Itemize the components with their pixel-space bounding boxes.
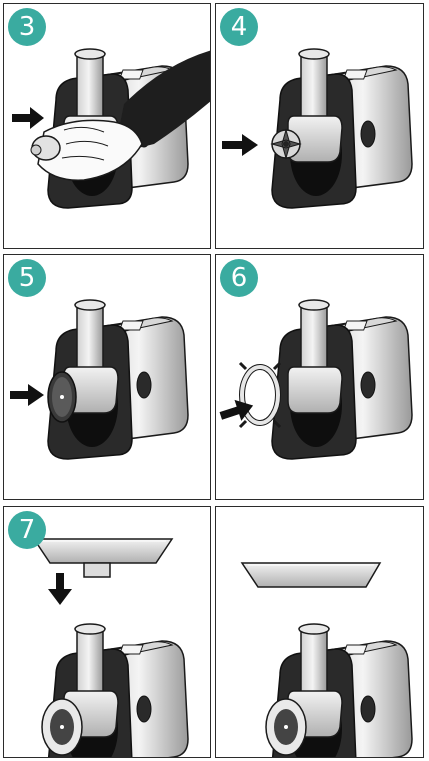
direction-arrow-icon bbox=[10, 384, 44, 406]
step-panel-5: 5 bbox=[3, 254, 211, 500]
grinder-illustration bbox=[222, 48, 413, 209]
step-number-badge: 6 bbox=[220, 259, 258, 297]
step-number-badge: 3 bbox=[8, 8, 46, 46]
grinder-illustration bbox=[12, 48, 210, 209]
step-panel-final bbox=[215, 506, 424, 758]
grinder-illustration bbox=[32, 538, 189, 757]
direction-arrow-icon bbox=[222, 134, 258, 156]
step-panel-4: 4 bbox=[215, 3, 424, 249]
step-number-badge: 4 bbox=[220, 8, 258, 46]
direction-arrow-icon bbox=[219, 399, 254, 421]
grinder-illustration bbox=[10, 299, 189, 460]
step-panel-7: 7 bbox=[3, 506, 211, 758]
direction-arrow-icon bbox=[12, 107, 44, 129]
step-number-badge: 7 bbox=[8, 511, 46, 549]
direction-arrow-icon bbox=[48, 573, 72, 605]
grinder-illustration bbox=[219, 299, 413, 460]
grinder-illustration bbox=[240, 562, 413, 757]
step-panel-6: 6 bbox=[215, 254, 424, 500]
step-number-badge: 5 bbox=[8, 259, 46, 297]
step-panel-3: 3 bbox=[3, 3, 211, 249]
